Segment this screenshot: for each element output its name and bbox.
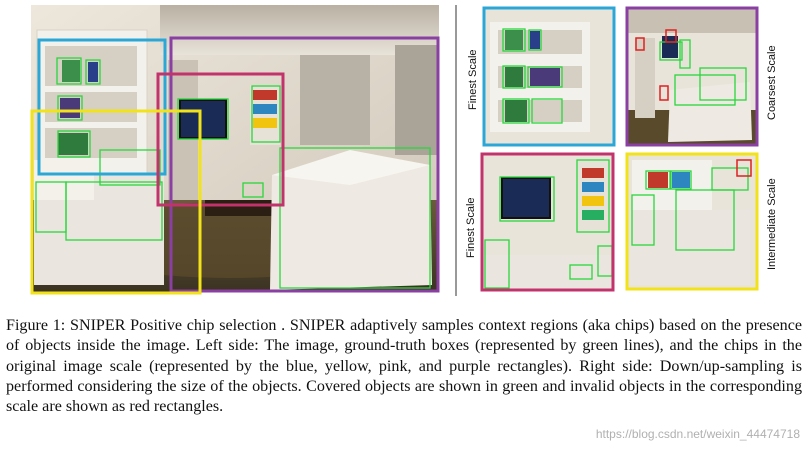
pink-chip (156, 72, 285, 207)
watermark: https://blog.csdn.net/weixin_44474718 (595, 427, 800, 441)
label-finest-scale-bottom: Finest Scale (465, 197, 477, 258)
finest-scale-blue-panel (482, 6, 616, 147)
yellow-chip (30, 109, 202, 295)
figure-illustration: Finest Scale Coarsest Scale Finest Scale… (30, 5, 778, 296)
intermediate-scale-yellow-panel (625, 152, 759, 291)
coarsest-scale-purple-panel (625, 6, 759, 147)
ground-truth-boxes (35, 57, 431, 289)
figure-caption: Figure 1: SNIPER Positive chip selection… (6, 317, 802, 416)
label-coarsest-scale: Coarsest Scale (766, 45, 778, 120)
blue-chip (37, 38, 167, 176)
label-finest-scale-top: Finest Scale (467, 49, 479, 110)
finest-scale-pink-panel (480, 152, 615, 292)
main-photo (31, 5, 439, 292)
label-intermediate-scale: Intermediate Scale (766, 178, 778, 270)
purple-chip (169, 36, 440, 293)
